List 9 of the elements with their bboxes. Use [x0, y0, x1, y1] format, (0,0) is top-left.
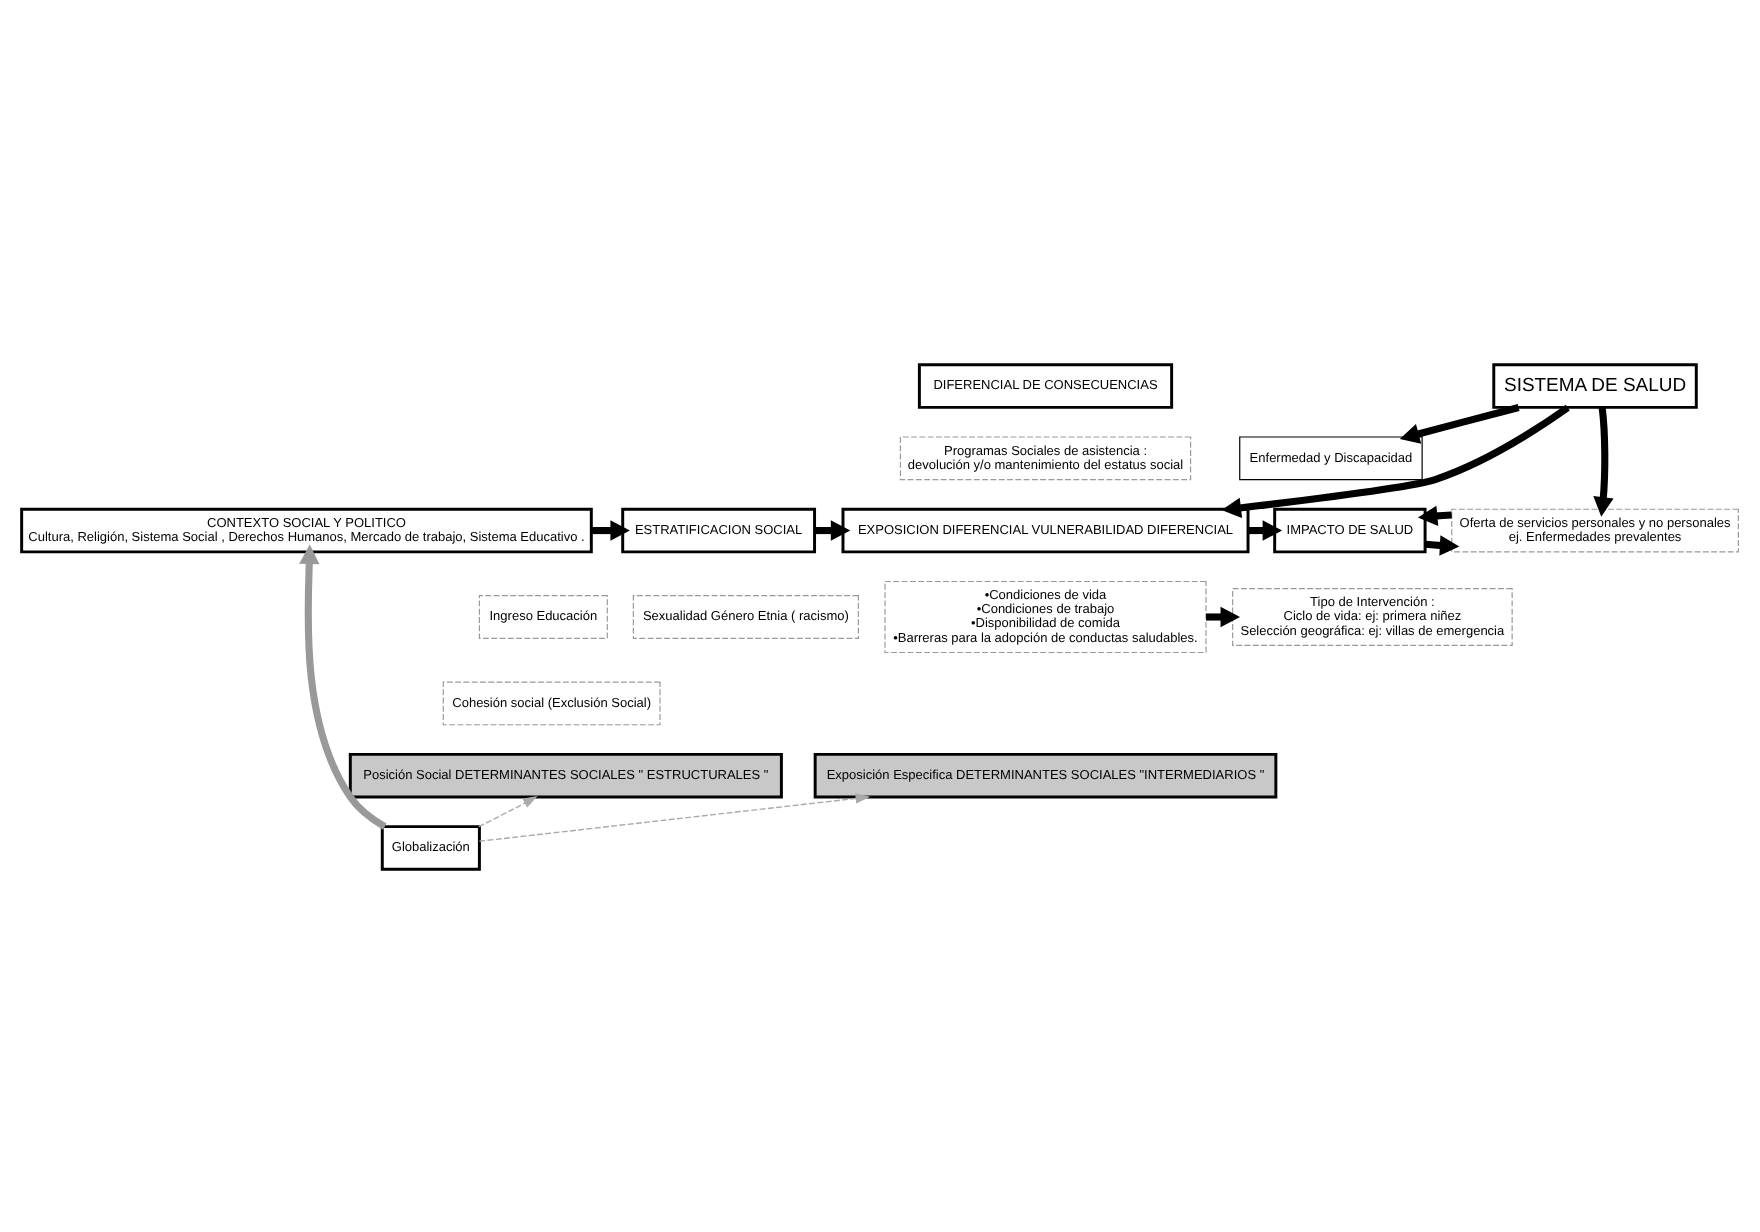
arrow: [1206, 605, 1241, 627]
arrow: [478, 792, 871, 841]
arrow: [1593, 406, 1614, 516]
arrow: [478, 795, 538, 827]
arrow: [814, 519, 851, 540]
node-box: SISTEMA DE SALUD: [1492, 362, 1698, 408]
arrow: [1399, 403, 1520, 443]
arrow: [591, 519, 630, 540]
arrow: [299, 543, 387, 829]
